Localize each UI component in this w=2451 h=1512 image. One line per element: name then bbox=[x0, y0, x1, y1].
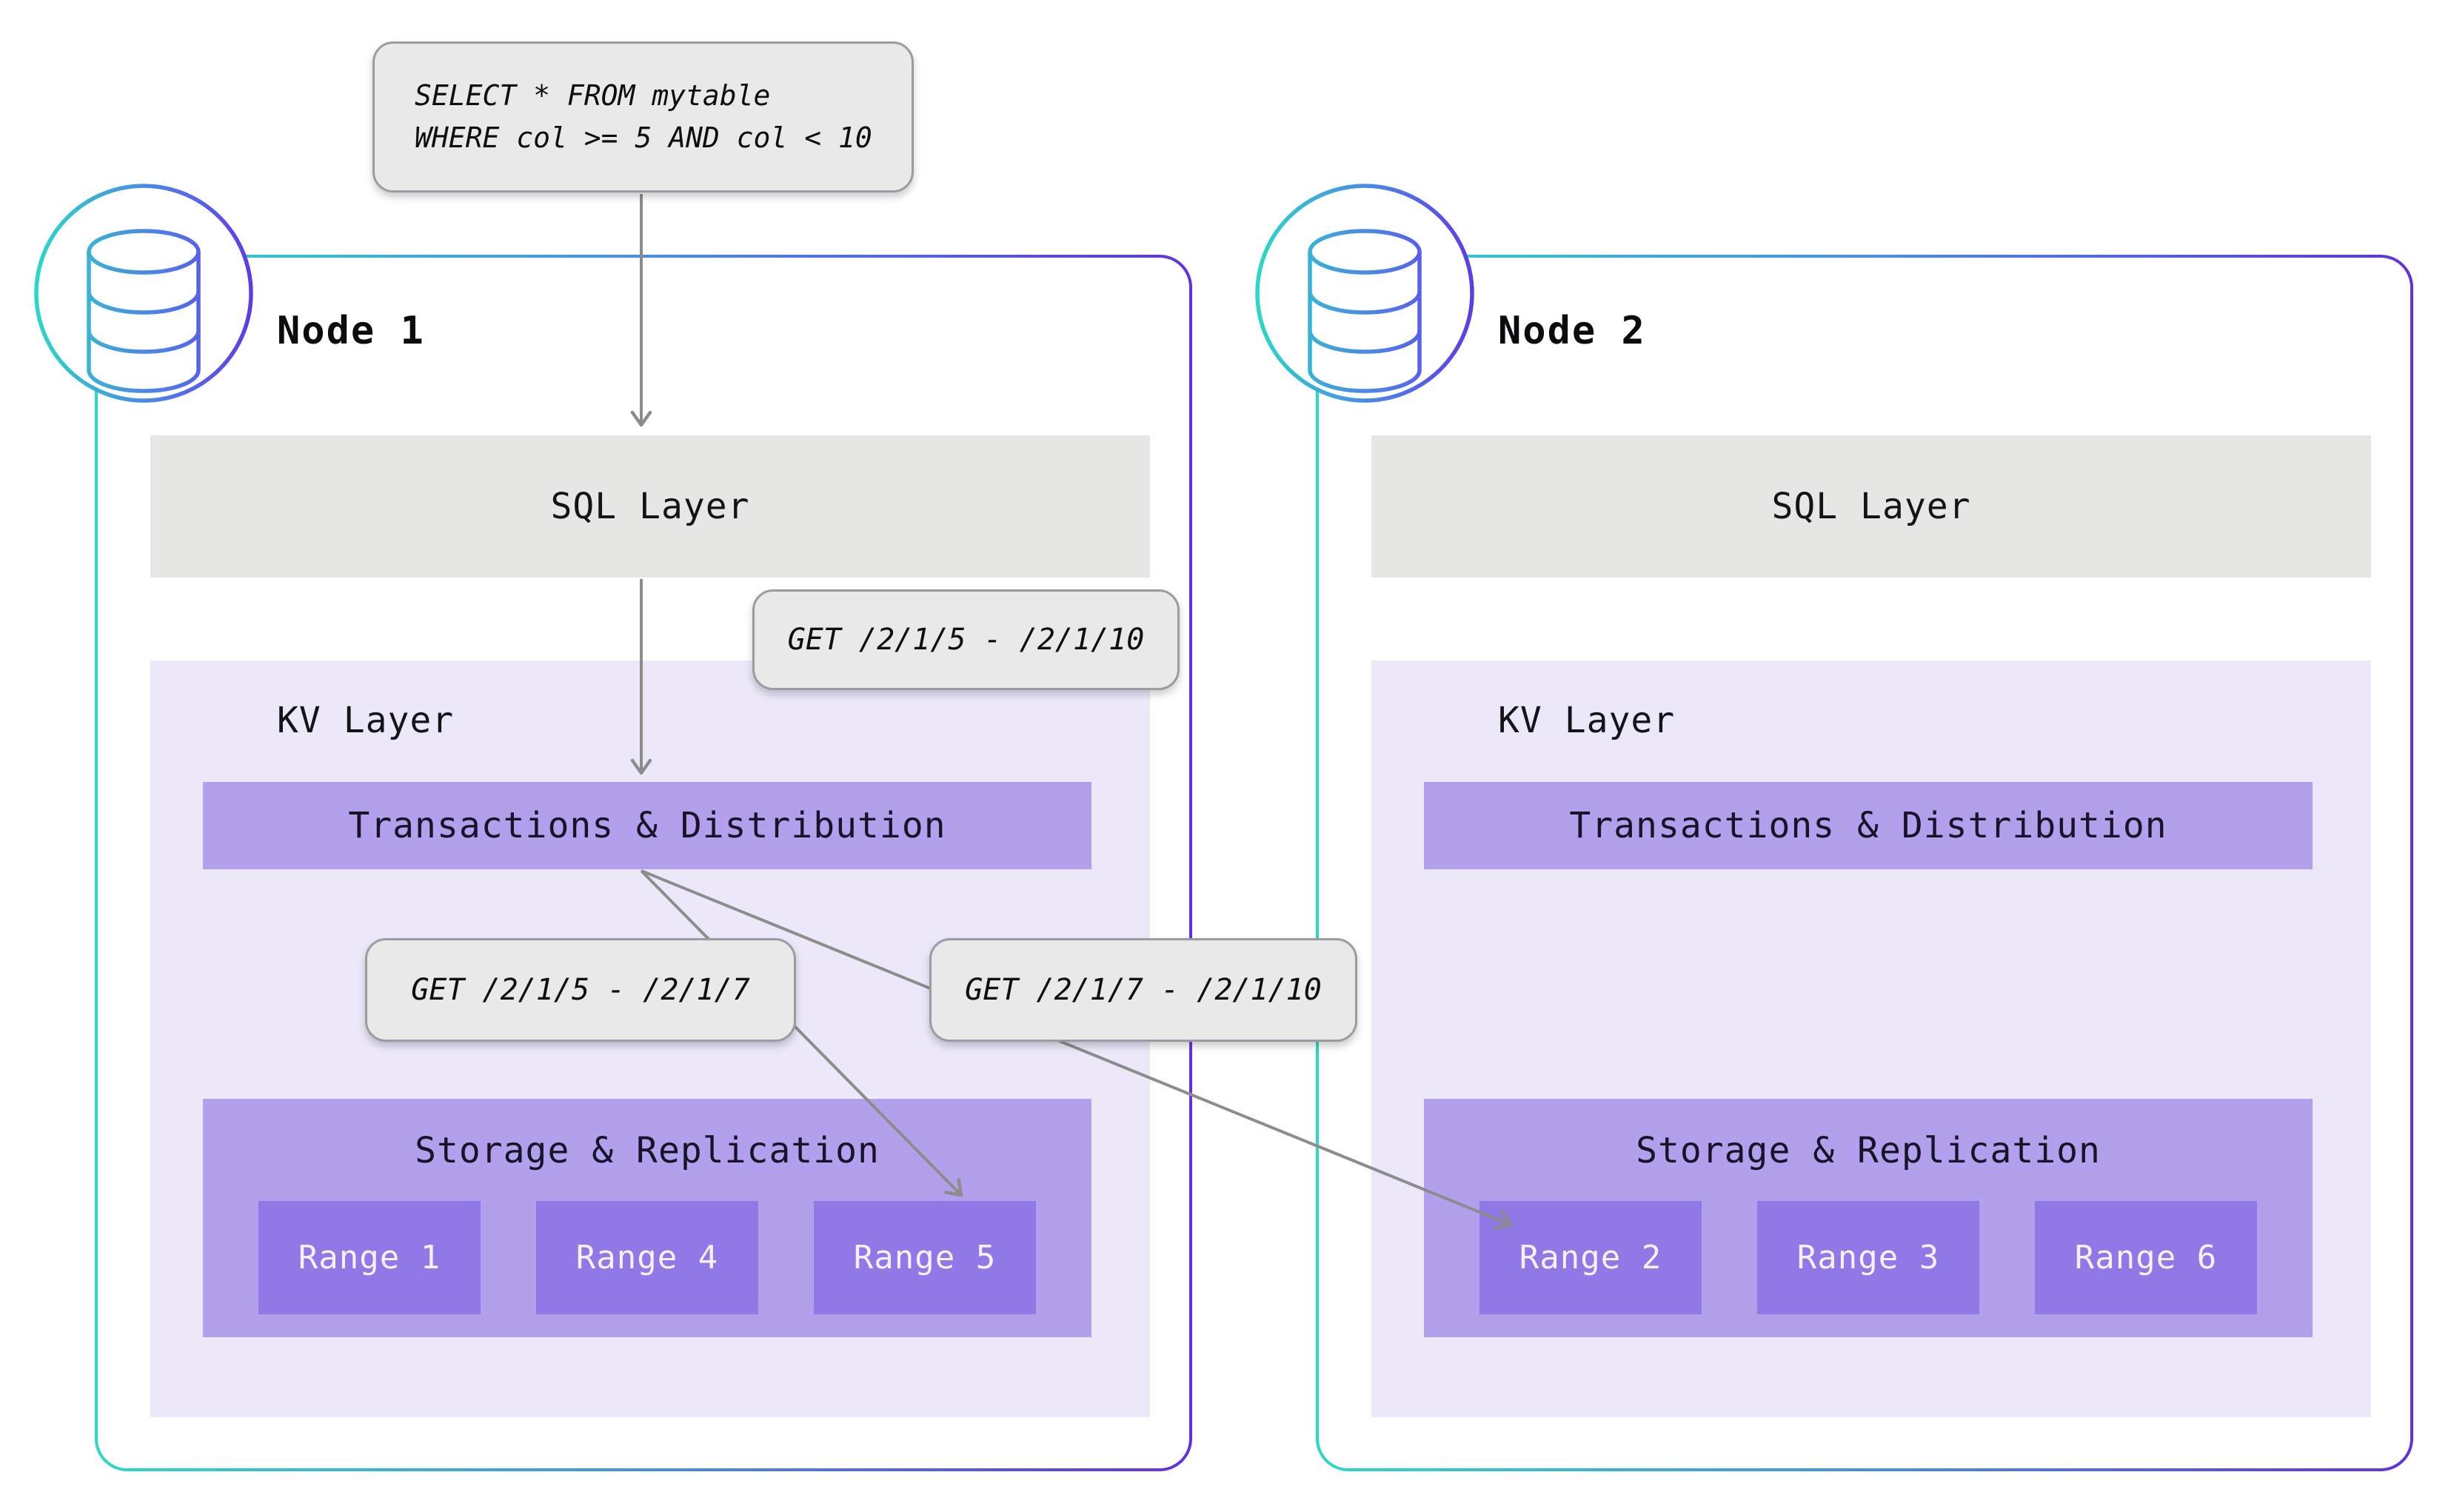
sql-query-line-1: SELECT * FROM mytable bbox=[415, 79, 771, 112]
range-1-box: Range 1 bbox=[258, 1201, 481, 1314]
node-1-sql-layer-box: SQL Layer bbox=[150, 435, 1150, 578]
range-5-box: Range 5 bbox=[814, 1201, 1036, 1314]
node-2-kv-layer-label: KV Layer bbox=[1498, 700, 1676, 741]
sql-query-line-2: WHERE col >= 5 AND col < 10 bbox=[415, 121, 872, 154]
node-1-transactions-distribution-box: Transactions & Distribution bbox=[203, 782, 1091, 869]
sql-query-label: SELECT * FROM mytable WHERE col >= 5 AND… bbox=[372, 41, 914, 193]
get-request-label-range5: GET /2/1/5 - /2/1/7 bbox=[365, 938, 796, 1042]
node-2-transactions-distribution-box: Transactions & Distribution bbox=[1424, 782, 2313, 869]
range-6-box: Range 6 bbox=[2035, 1201, 2257, 1314]
range-2-box: Range 2 bbox=[1479, 1201, 1702, 1314]
node-1-title: Node 1 bbox=[277, 309, 425, 353]
node-2-database-icon bbox=[1255, 184, 1474, 403]
node-2-title: Node 2 bbox=[1498, 309, 1646, 353]
get-request-label-range2: GET /2/1/7 - /2/1/10 bbox=[929, 938, 1357, 1042]
node-1-database-icon bbox=[34, 184, 253, 403]
node-2-sql-layer-box: SQL Layer bbox=[1371, 435, 2371, 578]
range-3-box: Range 3 bbox=[1757, 1201, 1979, 1314]
range-4-box: Range 4 bbox=[536, 1201, 758, 1314]
get-request-label-kv: GET /2/1/5 - /2/1/10 bbox=[752, 589, 1180, 690]
node-1-kv-layer-label: KV Layer bbox=[277, 700, 455, 741]
